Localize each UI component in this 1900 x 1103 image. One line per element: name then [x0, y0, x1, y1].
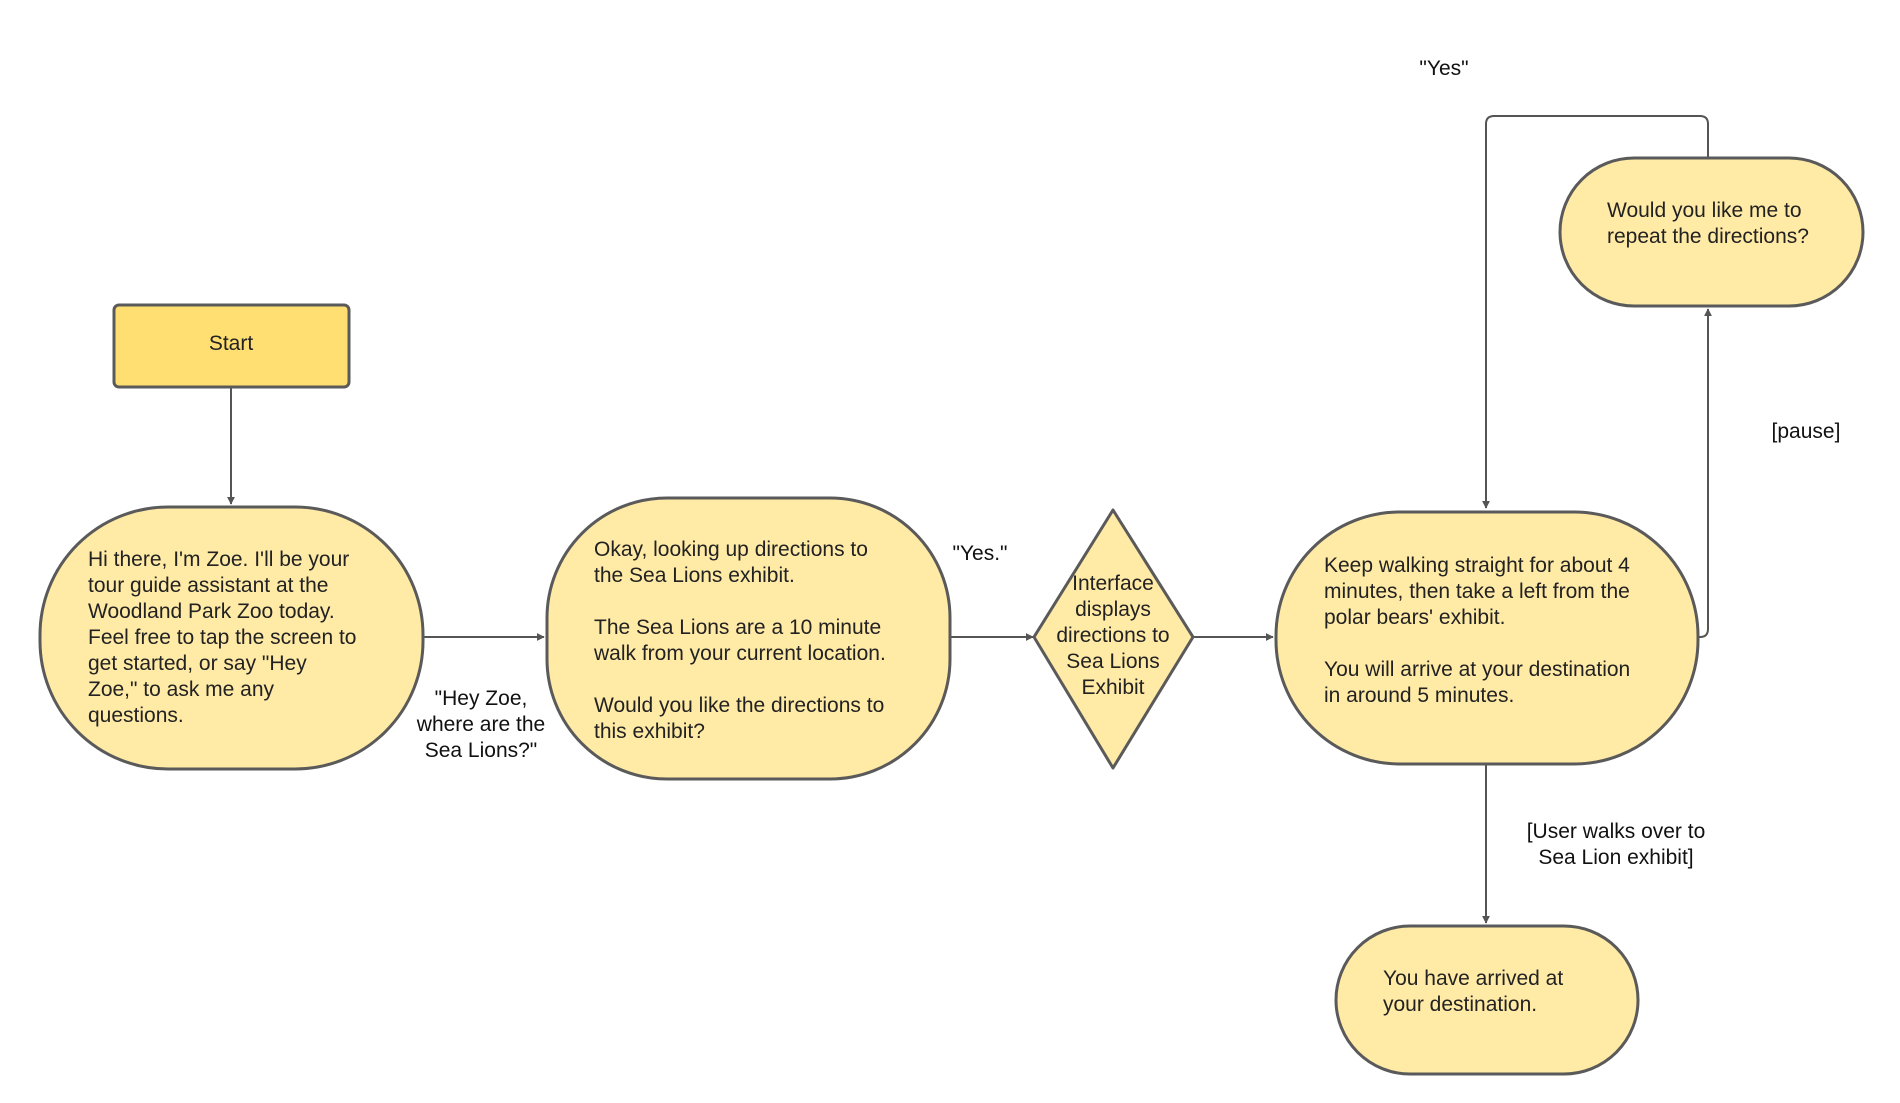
greeting-line: Woodland Park Zoo today. — [88, 600, 335, 623]
directions-line: minutes, then take a left from the — [1324, 580, 1630, 603]
greeting-node-shape — [38, 505, 425, 771]
lookup-node[interactable]: Okay, looking up directions to the Sea Li… — [545, 496, 952, 781]
start-node[interactable]: Start — [112, 303, 351, 389]
greeting-line: Zoe," to ask me any — [88, 678, 275, 701]
hey-zoe-line: "Hey Zoe, — [435, 687, 528, 710]
repeat-line: Would you like me to — [1607, 199, 1802, 222]
interface-node-shape — [1032, 508, 1195, 770]
directions-line: polar bears' exhibit. — [1324, 606, 1505, 629]
repeat-line: repeat the directions? — [1607, 225, 1809, 248]
interface-line: Sea Lions — [1066, 650, 1159, 673]
walks-over-line: [User walks over to — [1527, 820, 1706, 843]
yes-dot-line: "Yes." — [952, 542, 1007, 565]
hey-zoe-line: where are the — [416, 713, 545, 736]
edges — [227, 115, 1712, 924]
arrived-line: You have arrived at — [1383, 967, 1563, 990]
lookup-line: walk from your current location. — [593, 642, 886, 665]
start-node-shape — [112, 303, 351, 389]
lookup-node-shape — [545, 496, 952, 781]
start-node-text: Start — [209, 332, 254, 355]
lookup-node-text: Okay, looking up directions to the Sea Li… — [593, 538, 886, 743]
interface-line: Interface — [1072, 572, 1154, 595]
hey-zoe-line: Sea Lions?" — [425, 739, 538, 762]
lookup-line: the Sea Lions exhibit. — [594, 564, 795, 587]
greeting-node-text: Hi there, I'm Zoe. I'll be your tour guid… — [88, 548, 357, 727]
lookup-line: Okay, looking up directions to — [594, 538, 868, 561]
directions-node-shape — [1274, 510, 1700, 766]
start-line: Start — [209, 332, 254, 355]
lookup-line: The Sea Lions are a 10 minute — [594, 616, 881, 639]
directions-node-text: Keep walking straight for about 4 minutes… — [1324, 554, 1630, 707]
edge-label-yes-top: "Yes" — [1419, 57, 1468, 80]
nodes: Start Hi there, I'm Zoe. I'll be your tou… — [38, 156, 1865, 1076]
directions-line: in around 5 minutes. — [1324, 684, 1514, 707]
repeat-node-shape — [1558, 156, 1865, 308]
directions-node[interactable]: Keep walking straight for about 4 minutes… — [1274, 510, 1700, 766]
edge-label-yes-dot: "Yes." — [952, 542, 1007, 565]
edge-label-walks-over: [User walks over to Sea Lion exhibit] — [1527, 820, 1706, 869]
greeting-line: Hi there, I'm Zoe. I'll be your — [88, 548, 349, 571]
greeting-line: questions. — [88, 704, 184, 727]
arrived-node-shape — [1334, 924, 1640, 1076]
greeting-line: Feel free to tap the screen to — [88, 626, 357, 649]
lookup-line: Would you like the directions to — [594, 694, 884, 717]
interface-line: displays — [1075, 598, 1151, 621]
arrived-node[interactable]: You have arrived at your destination. — [1334, 924, 1640, 1076]
repeat-node-text: Would you like me to repeat the direction… — [1607, 199, 1809, 248]
edge-label-pause: [pause] — [1772, 420, 1841, 443]
greeting-line: tour guide assistant at the — [88, 574, 329, 597]
edge-directions-to-repeat — [1698, 308, 1712, 638]
directions-line: Keep walking straight for about 4 — [1324, 554, 1630, 577]
pause-line: [pause] — [1772, 420, 1841, 443]
greeting-line: get started, or say "Hey — [88, 652, 307, 675]
arrived-node-text: You have arrived at your destination. — [1383, 967, 1563, 1016]
repeat-node[interactable]: Would you like me to repeat the direction… — [1558, 156, 1865, 308]
arrived-line: your destination. — [1383, 993, 1537, 1016]
walks-over-line: Sea Lion exhibit] — [1538, 846, 1693, 869]
lookup-line: this exhibit? — [594, 720, 705, 743]
interface-line: directions to — [1056, 624, 1169, 647]
directions-line: You will arrive at your destination — [1324, 658, 1630, 681]
interface-line: Exhibit — [1081, 676, 1144, 699]
greeting-node[interactable]: Hi there, I'm Zoe. I'll be your tour guid… — [38, 505, 425, 771]
yes-top-line: "Yes" — [1419, 57, 1468, 80]
edge-repeat-to-directions — [1482, 115, 1709, 509]
